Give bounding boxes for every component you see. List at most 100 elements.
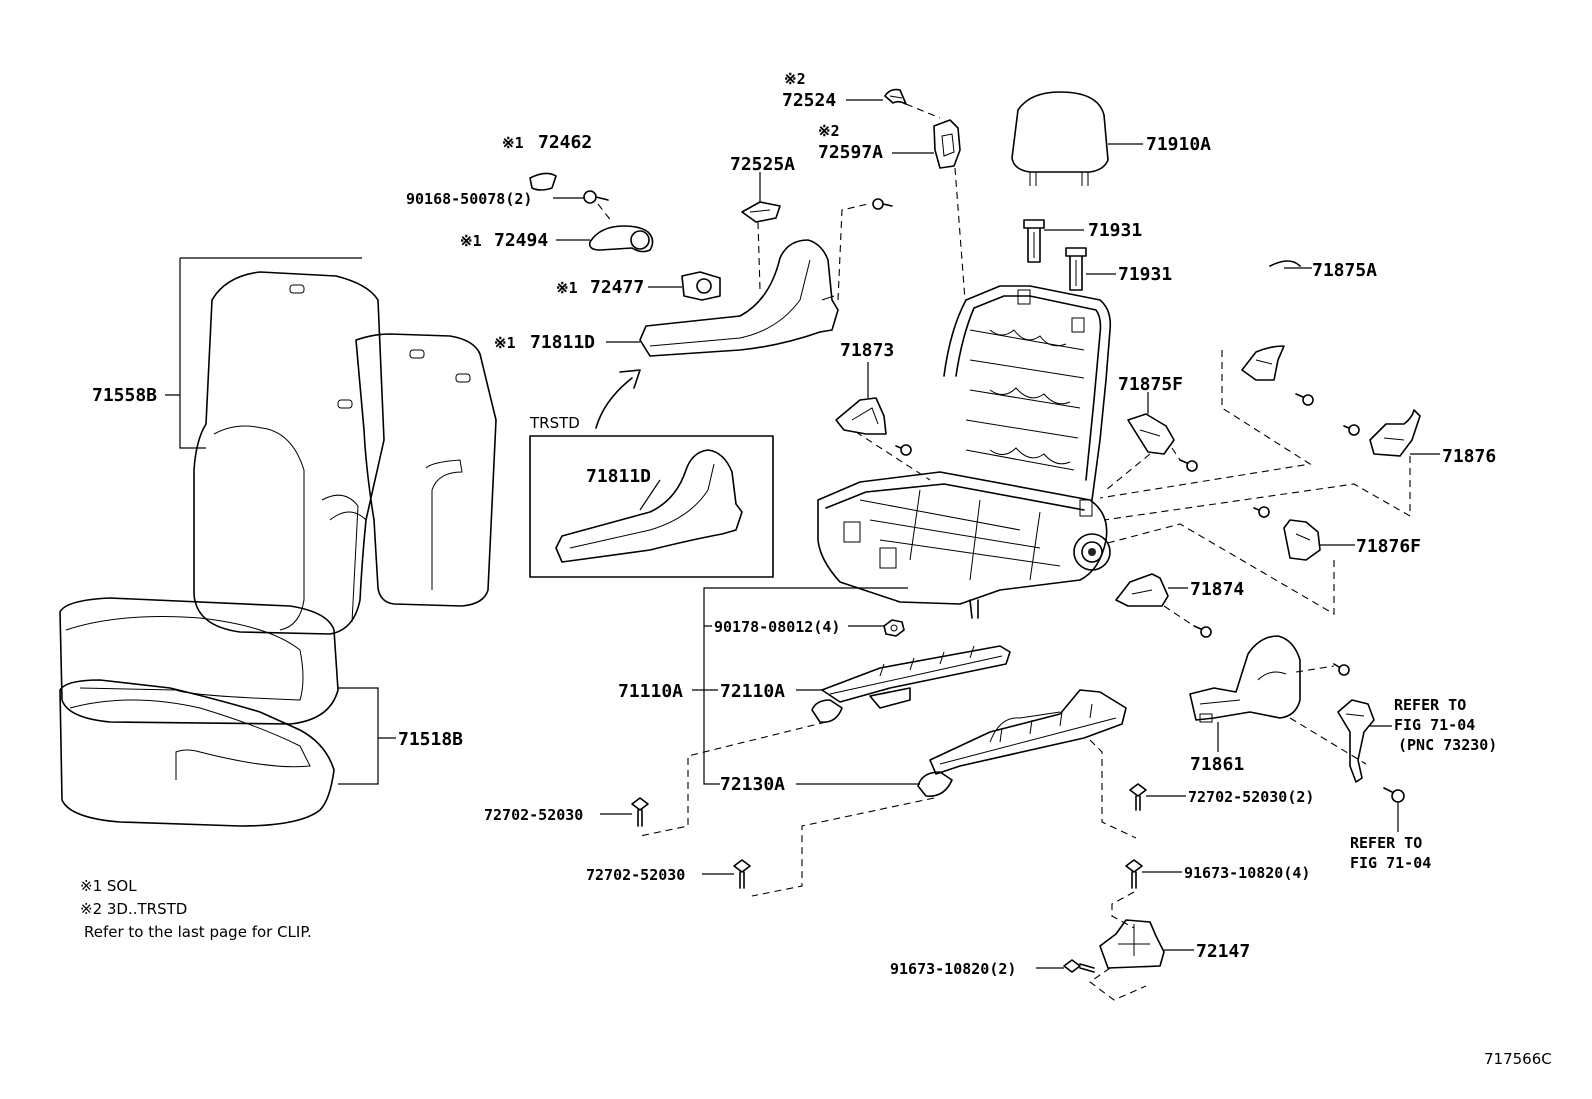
part-71874-cover (1115, 573, 1169, 607)
part-72477-switch (681, 271, 721, 301)
figure-code: 717566C (1484, 1050, 1552, 1068)
label-71876f: 71876F (1356, 536, 1421, 557)
part-belt-bolt (1383, 787, 1405, 803)
label-72477: 72477 (590, 277, 644, 298)
label-72494-mark: ※1 (460, 232, 482, 250)
part-71931-guide-2 (1065, 247, 1087, 291)
label-72524-mark: ※2 (784, 70, 806, 88)
label-71811d-inset: 71811D (586, 466, 651, 487)
label-72477-mark: ※1 (556, 279, 578, 297)
label-72702-3: 72702-52030 (586, 866, 685, 884)
part-72525a-clip (741, 201, 781, 223)
label-72597a-mark: ※2 (818, 122, 840, 140)
part-screw-71875a (1295, 393, 1314, 406)
dash-71875a (1099, 350, 1312, 499)
label-72462: 72462 (538, 132, 592, 153)
bracket-71110a (692, 587, 908, 785)
dash-71876f (1103, 523, 1335, 615)
dash-71876 (1103, 456, 1411, 521)
part-71910a-headrest (1011, 91, 1109, 186)
dash-72524 (905, 103, 941, 119)
part-71875a-cover (1241, 345, 1285, 381)
part-72597a-cover (933, 119, 961, 169)
part-72702-bolt-1 (631, 797, 649, 827)
part-screw-71876 (1343, 424, 1360, 436)
note-clip-reference: Refer to the last page for CLIP. (84, 923, 312, 941)
part-screw-71876f (1253, 506, 1270, 518)
dash-71873 (855, 431, 931, 481)
label-71558b: 71558B (92, 385, 157, 406)
part-seat-frame (817, 285, 1112, 619)
label-91673-1: 91673-10820(4) (1184, 864, 1310, 882)
part-71861-cover (1189, 635, 1301, 723)
part-72130a-rail (917, 689, 1127, 797)
label-refer2-l1: REFER TO (1350, 834, 1422, 852)
label-71931-1: 71931 (1088, 220, 1142, 241)
label-71875a: 71875A (1312, 260, 1377, 281)
label-71811d-mark: ※1 (494, 334, 516, 352)
label-72494: 72494 (494, 230, 548, 251)
label-refer1-l1: REFER TO (1394, 696, 1466, 714)
part-72702-bolt-3 (733, 859, 751, 889)
part-90178-nut (883, 619, 905, 637)
part-91673-bolt-2 (1063, 959, 1095, 973)
dash-71875f (1171, 447, 1181, 461)
bracket-71558b (165, 257, 362, 449)
part-71811d-shield (639, 239, 839, 357)
part-71518b-cushion-cover-upper (59, 597, 339, 725)
label-71876: 71876 (1442, 446, 1496, 467)
part-71558b-back-cover-rear (355, 333, 497, 607)
part-91673-bolt-1 (1125, 859, 1143, 889)
label-90178: 90178-08012(4) (714, 618, 840, 636)
part-screw-71861 (1333, 663, 1350, 676)
part-72702-bolt-2 (1129, 783, 1147, 811)
label-trstd: TRSTD (529, 414, 580, 432)
bracket-71518b (338, 687, 396, 785)
label-71874: 71874 (1190, 579, 1244, 600)
label-71518b: 71518B (398, 729, 463, 750)
trstd-inset-box (529, 435, 774, 578)
part-71811d-inset (555, 449, 743, 563)
dash-71874 (1163, 605, 1195, 627)
part-72462-cap (529, 172, 557, 191)
dash-71861-screw (1295, 665, 1335, 673)
label-refer2-l2: FIG 71-04 (1350, 854, 1431, 872)
part-71558b-back-cover-front (193, 271, 385, 635)
part-screw-71874 (1193, 625, 1212, 638)
dash-72525a (757, 221, 761, 291)
part-71876-cover (1369, 409, 1421, 457)
label-72110a: 72110A (720, 681, 785, 702)
part-71931-guide-1 (1023, 219, 1045, 263)
note-sol: ※1 SOL (80, 877, 137, 895)
dash-72130a-1 (751, 797, 935, 897)
label-72524: 72524 (782, 90, 836, 111)
dash-71875f-frame (1105, 453, 1151, 491)
label-71861: 71861 (1190, 754, 1244, 775)
label-71931-2: 71931 (1118, 264, 1172, 285)
label-72597a: 72597A (818, 142, 883, 163)
dash-71811d-screw (837, 203, 869, 301)
label-91673-2: 91673-10820(2) (890, 960, 1016, 978)
part-screw-71875f (1179, 459, 1198, 472)
part-71876f-cover (1283, 519, 1321, 561)
part-71875a-lever (1269, 260, 1301, 267)
dash-71861-belt (1289, 717, 1367, 765)
label-72525a: 72525A (730, 154, 795, 175)
note-3d-trstd: ※2 3D..TRSTD (80, 900, 187, 918)
part-71875f-cover (1127, 413, 1175, 455)
leader-71811d-inset (639, 479, 661, 511)
part-71873-bracket (835, 397, 887, 435)
label-72462-mark: ※1 (502, 134, 524, 152)
part-screw-71873 (895, 444, 912, 456)
dash-90168 (597, 203, 613, 223)
trstd-arrow-head (619, 369, 641, 389)
label-90168: 90168-50078(2) (406, 190, 532, 208)
part-71518b-cushion-cover-lower (59, 679, 335, 827)
dash-72147 (1089, 967, 1147, 1001)
label-72147: 72147 (1196, 941, 1250, 962)
dash-72130a-2 (1089, 739, 1137, 839)
label-71873: 71873 (840, 340, 894, 361)
label-71110a: 71110A (618, 681, 683, 702)
label-71875f: 71875F (1118, 374, 1183, 395)
